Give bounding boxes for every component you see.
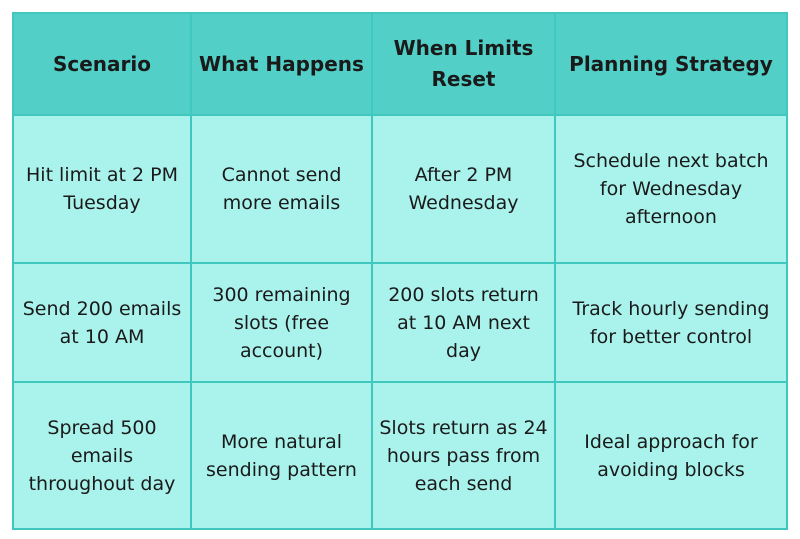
table-cell: Spread 500 emails throughout day (12, 381, 192, 530)
header-row: Scenario What Happens When Limits Reset … (12, 12, 788, 116)
table-row: Spread 500 emails throughout day More na… (12, 381, 788, 530)
table-cell: After 2 PM Wednesday (371, 114, 556, 264)
table-row: Send 200 emails at 10 AM 300 remaining s… (12, 262, 788, 383)
table-cell: Hit limit at 2 PM Tuesday (12, 114, 192, 264)
header-cell-scenario: Scenario (12, 12, 192, 116)
comparison-table: Scenario What Happens When Limits Reset … (12, 12, 788, 530)
table-cell: More natural sending pattern (190, 381, 373, 530)
table-cell: 300 remaining slots (free account) (190, 262, 373, 383)
header-cell-when-limits-reset: When Limits Reset (371, 12, 556, 116)
table-cell: Send 200 emails at 10 AM (12, 262, 192, 383)
table-cell: Cannot send more emails (190, 114, 373, 264)
header-cell-what-happens: What Happens (190, 12, 373, 116)
header-cell-planning-strategy: Planning Strategy (554, 12, 788, 116)
table-cell: Slots return as 24 hours pass from each … (371, 381, 556, 530)
table-cell: Schedule next batch for Wednesday aftern… (554, 114, 788, 264)
table-row: Hit limit at 2 PM Tuesday Cannot send mo… (12, 114, 788, 264)
table-cell: Ideal approach for avoiding blocks (554, 381, 788, 530)
table-cell: Track hourly sending for better control (554, 262, 788, 383)
table-cell: 200 slots return at 10 AM next day (371, 262, 556, 383)
